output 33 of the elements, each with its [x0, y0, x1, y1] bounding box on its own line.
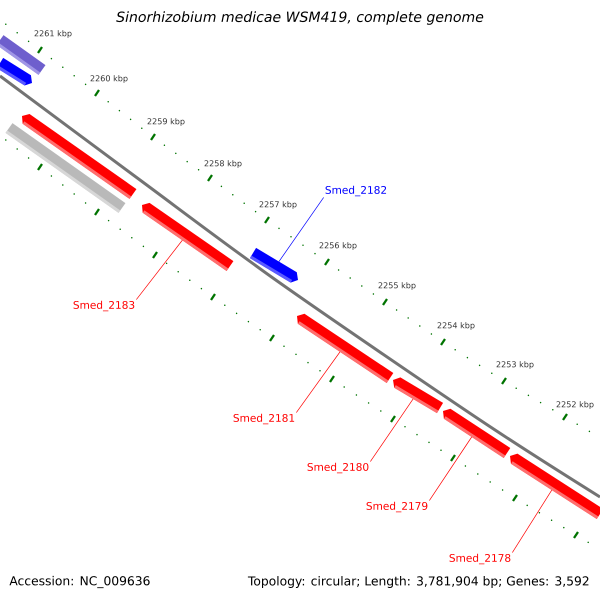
- scale-label: 2255 kbp: [378, 282, 416, 290]
- gene-bar: [443, 408, 510, 458]
- leader-line: [278, 197, 324, 262]
- gene-bar: [0, 58, 32, 86]
- scale-label: 2257 kbp: [260, 201, 297, 209]
- accession-text: Accession: NC_009636: [9, 576, 150, 588]
- scale-label: 2253 kbp: [496, 361, 534, 369]
- gene-label: Smed_2179: [366, 502, 428, 512]
- scale-label: 2261 kbp: [34, 30, 72, 38]
- gene-bar: [142, 202, 234, 271]
- gene-bar: [250, 248, 298, 283]
- scale-label: 2254 kbp: [438, 322, 475, 330]
- scale-label: 2258 kbp: [204, 160, 242, 168]
- leader-line: [370, 398, 414, 462]
- gene-label: Smed_2178: [450, 554, 510, 564]
- genome-info-text: Topology: circular; Length: 3,781,904 bp; Genes: 3,592: [248, 576, 588, 588]
- gene-bar: [6, 123, 126, 213]
- gene-label: Smed_2183: [74, 300, 134, 312]
- scale-label: 2259 kbp: [148, 118, 185, 126]
- leader-line: [512, 490, 552, 553]
- scale-label: 2260 kbp: [90, 75, 128, 83]
- gene-bar: [510, 454, 600, 520]
- gene-label: Smed_2181: [234, 414, 294, 424]
- leader-line: [136, 240, 183, 300]
- gene-bar: [393, 377, 444, 414]
- leader-line: [296, 352, 340, 413]
- scale-label: 2256 kbp: [320, 242, 357, 250]
- gene-label: Smed_2180: [308, 462, 368, 474]
- scale-label: 2252 kbp: [556, 401, 594, 409]
- leader-line: [429, 436, 472, 501]
- gene-label: Smed_2182: [326, 186, 386, 196]
- title: Sinorhizobium medicae WSM419, complete genome: [116, 11, 484, 25]
- gene-bar: [297, 314, 394, 383]
